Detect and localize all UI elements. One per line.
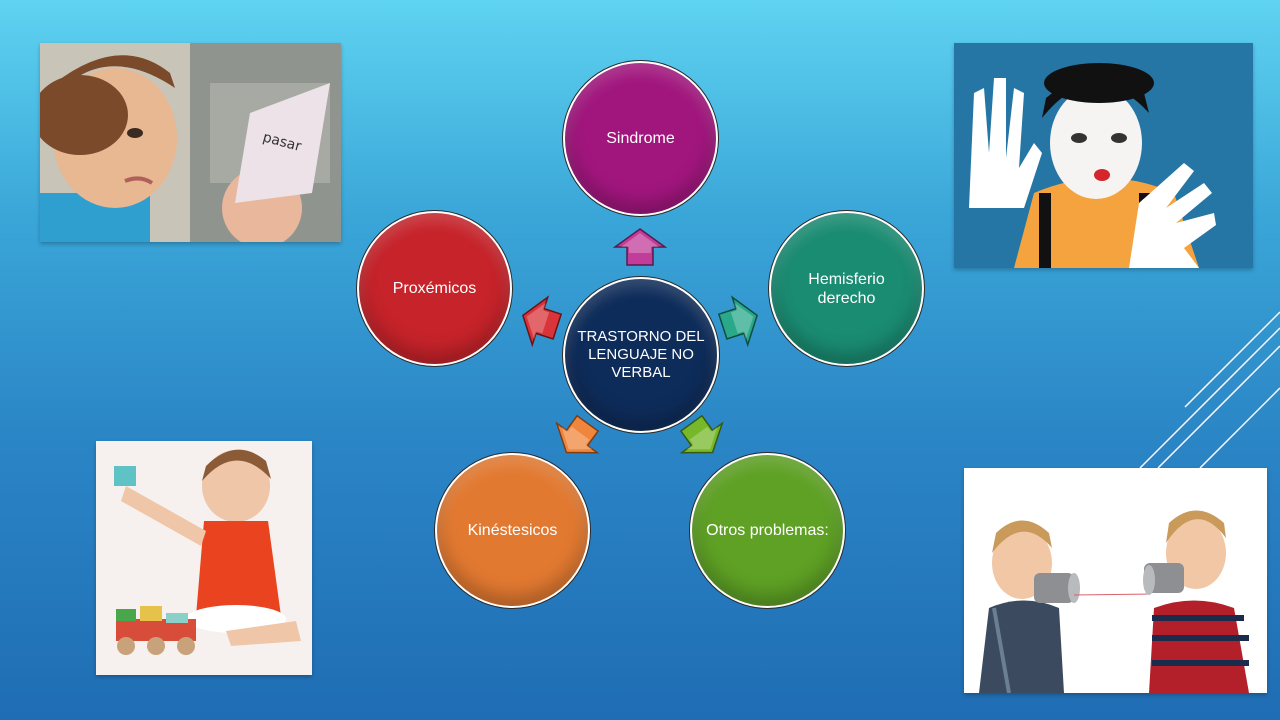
decorative-lines bbox=[1139, 311, 1280, 469]
arrow-up-icon bbox=[612, 227, 668, 267]
mime-photo bbox=[954, 43, 1253, 268]
children-tin-can-phone-photo bbox=[964, 468, 1267, 693]
center-node-label: TRASTORNO DEL LENGUAJE NO VERBAL bbox=[577, 328, 705, 381]
kinestesicos-node-label: Kinéstesicos bbox=[467, 522, 558, 539]
proxemicos-node-label: Proxémicos bbox=[392, 280, 477, 297]
kinestesicos-node: Kinéstesicos bbox=[435, 453, 590, 608]
otros-node: Otros problemas: bbox=[690, 453, 845, 608]
proxemicos-node: Proxémicos bbox=[357, 211, 512, 366]
otros-node-label: Otros problemas: bbox=[706, 522, 829, 539]
child-looking-at-card-photo: pasar bbox=[40, 43, 341, 242]
sindrome-node: Sindrome bbox=[563, 61, 718, 216]
hemisferio-node-label: Hemisferio derecho bbox=[808, 270, 885, 307]
arrow-down-right-icon bbox=[668, 406, 735, 470]
arrow-left-icon bbox=[513, 289, 568, 353]
sindrome-node-label: Sindrome bbox=[606, 130, 675, 147]
center-node: TRASTORNO DEL LENGUAJE NO VERBAL bbox=[563, 277, 719, 433]
arrow-down-left-icon bbox=[543, 406, 610, 470]
hemisferio-node: Hemisferio derecho bbox=[769, 211, 924, 366]
arrow-right-icon bbox=[713, 289, 768, 353]
baby-with-toys-photo bbox=[96, 441, 312, 675]
